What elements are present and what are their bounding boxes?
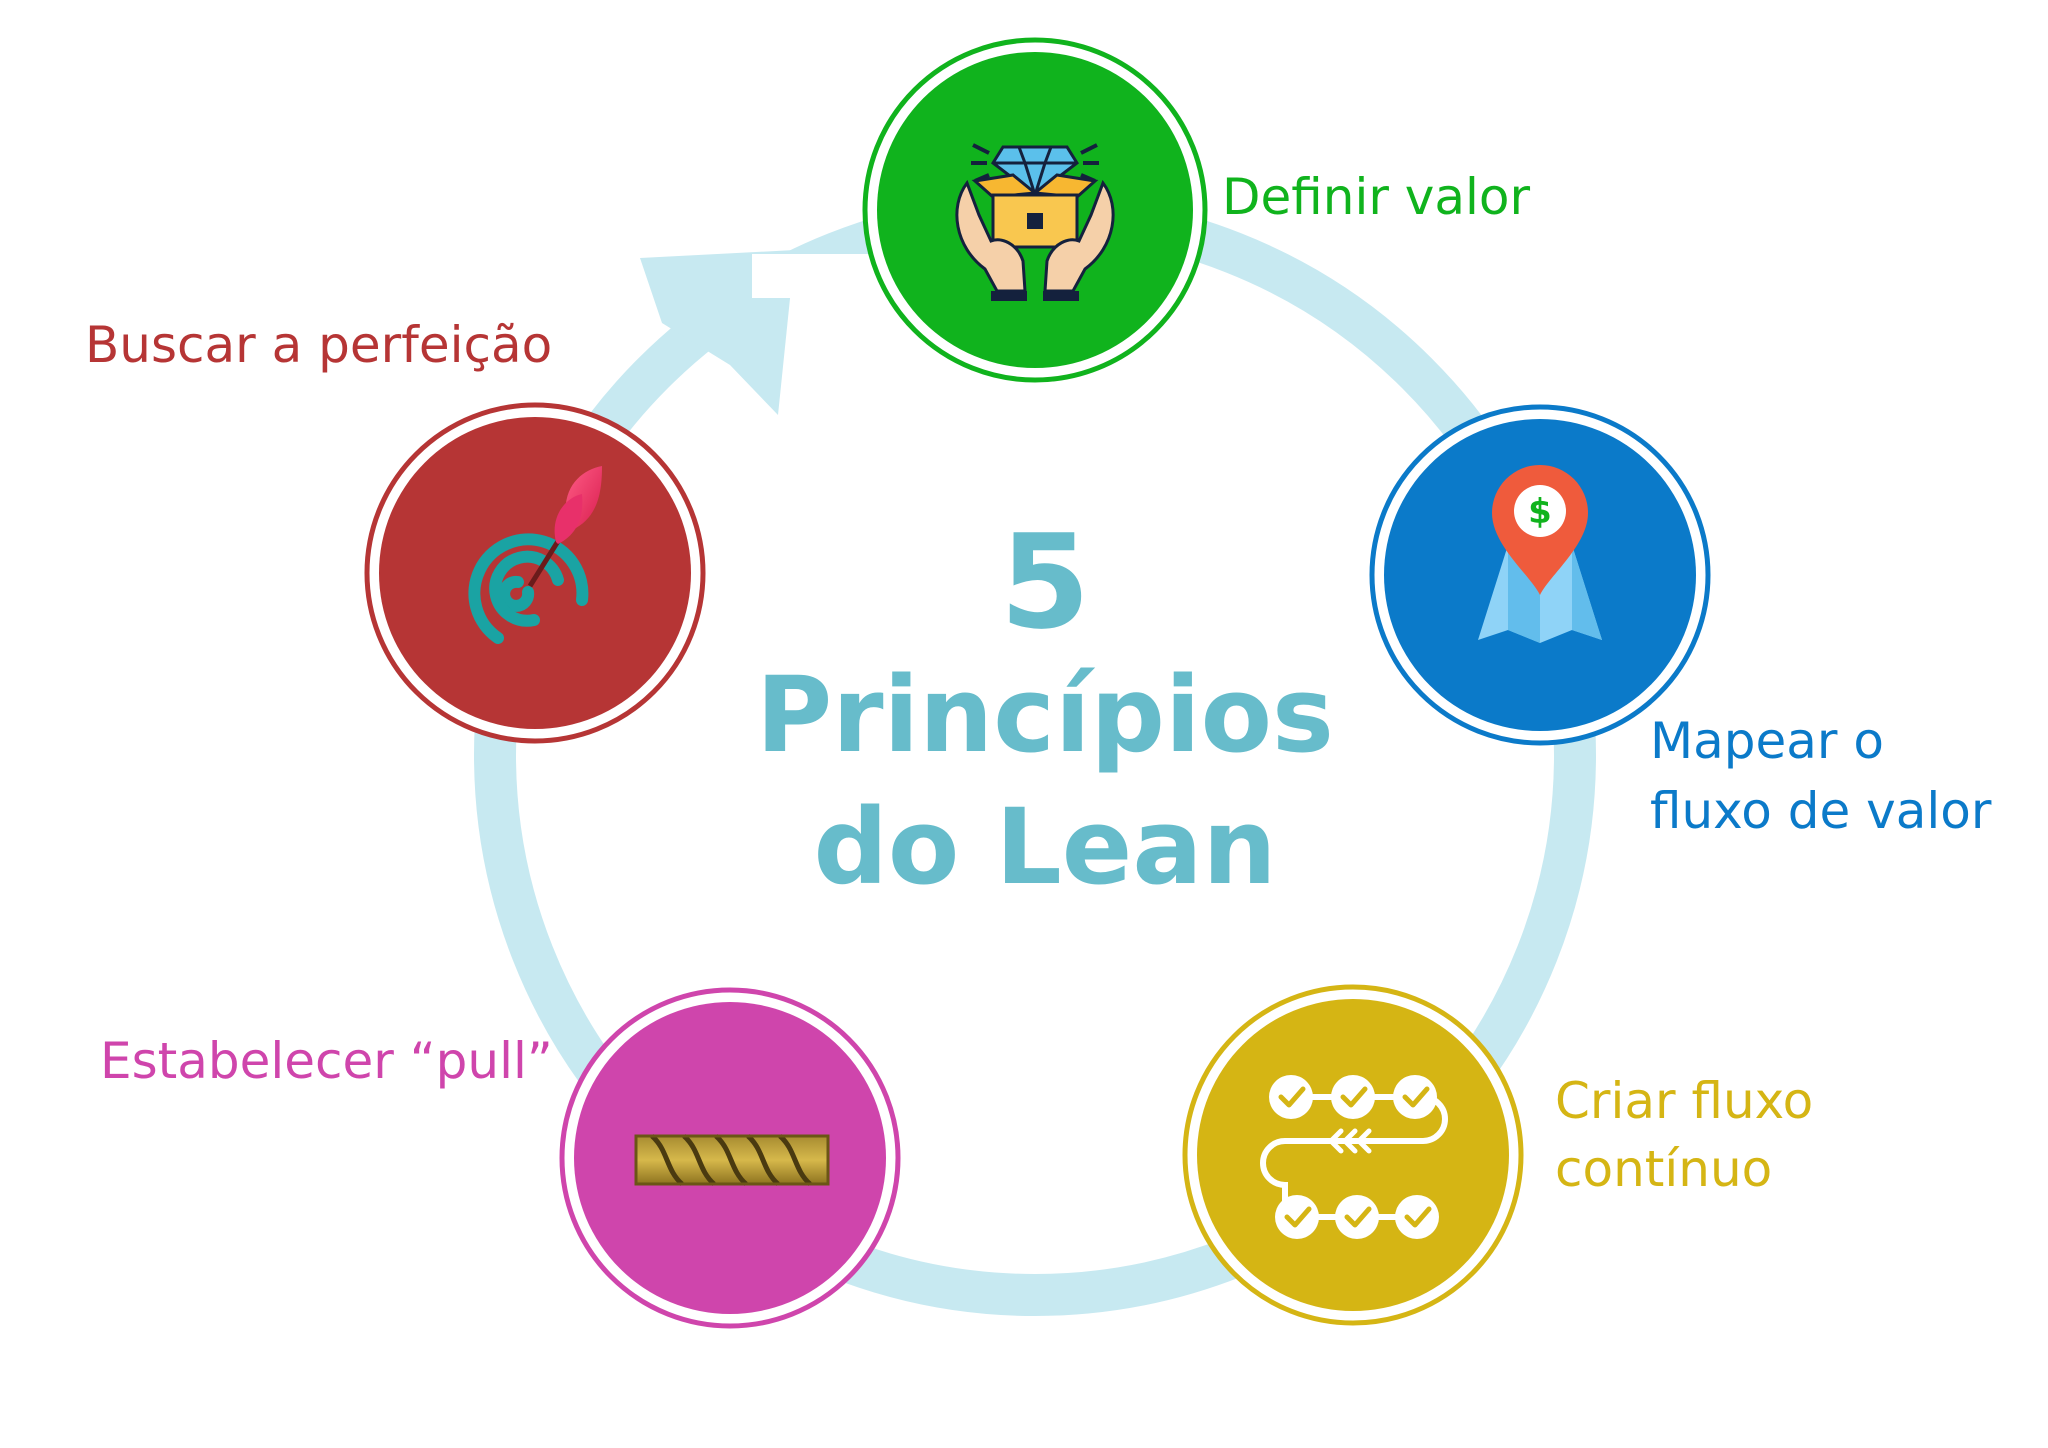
center-number: 5 — [1000, 506, 1090, 658]
step-continuous-flow-label-line2: contínuo — [1555, 1140, 1772, 1198]
step-continuous-flow-label-line1: Criar fluxo — [1555, 1072, 1813, 1130]
rope-icon — [634, 1134, 830, 1186]
step-map-value-stream: $ Mapear o fluxo de valor — [1369, 404, 1992, 840]
map-dollar-pin-icon: $ — [1478, 465, 1602, 643]
step-continuous-flow: Criar fluxo contínuo — [1182, 984, 1813, 1326]
step-seek-perfection: Buscar a perfeição — [85, 316, 706, 744]
step-define-value-label: Definir valor — [1222, 168, 1531, 226]
step-define-value: Definir valor — [862, 37, 1531, 383]
step-map-value-stream-label-line1: Mapear o — [1650, 712, 1884, 770]
center-line1: Princípios — [756, 654, 1334, 776]
step-establish-pull-label: Estabelecer “pull” — [100, 1032, 553, 1090]
step-continuous-flow-fill — [1197, 999, 1509, 1311]
diamond-box-hands-icon — [955, 143, 1115, 301]
target-feather-icon — [468, 466, 602, 644]
step-seek-perfection-fill — [379, 417, 691, 729]
step-establish-pull: Estabelecer “pull” — [100, 987, 901, 1329]
svg-text:$: $ — [1528, 492, 1552, 532]
step-seek-perfection-label: Buscar a perfeição — [85, 316, 552, 374]
step-map-value-stream-label-line2: fluxo de valor — [1650, 782, 1992, 840]
center-title: 5 Princípios do Lean — [756, 506, 1334, 908]
center-line2: do Lean — [813, 786, 1276, 908]
flow-checklist-icon — [1260, 1075, 1448, 1239]
